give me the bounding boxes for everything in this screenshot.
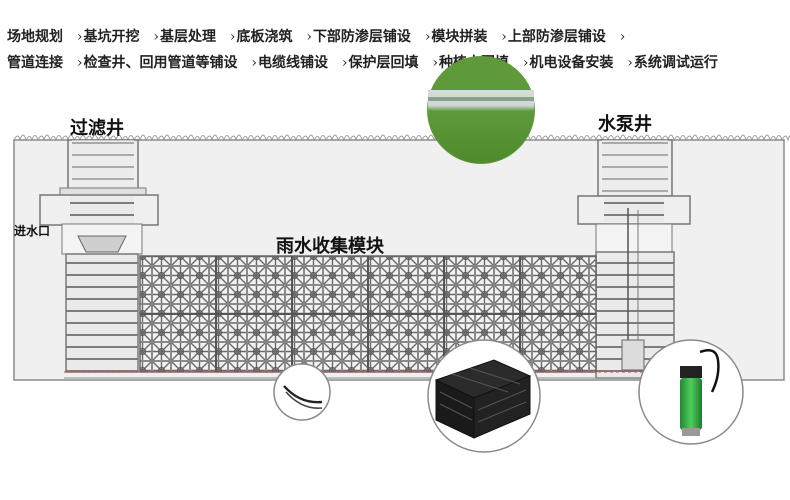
step-14: ›系统调试运行 [627, 55, 718, 71]
process-steps-line-1: 场地规划 ›基坑开挖 ›基层处理 ›底板浇筑 ›下部防渗层铺设 ›模块拼装 ›上… [6, 24, 790, 50]
step-5: ›下部防渗层铺设 [306, 29, 411, 45]
step-8: 管道连接 [7, 55, 63, 71]
grass-line [13, 134, 790, 142]
submersible-pump-photo [638, 339, 744, 445]
step-10: ›电缆线铺设 [251, 55, 328, 71]
step-6: ›模块拼装 [424, 29, 488, 45]
geotextile-detail [273, 363, 331, 421]
pump-well-label: 水泵井 [598, 114, 652, 135]
filter-well [39, 139, 159, 373]
collection-modules [64, 255, 676, 379]
step-3: ›基层处理 [153, 29, 216, 45]
step-11: ›保护层回填 [341, 55, 419, 71]
filter-well-label: 过滤井 [70, 118, 124, 139]
step-continue: › [619, 29, 626, 45]
module-block-photo [427, 339, 541, 453]
step-7: ›上部防渗层铺设 [501, 29, 606, 45]
module-label: 雨水收集模块 [276, 236, 384, 257]
step-9: ›检查井、回用管道等铺设 [76, 55, 238, 71]
step-13: ›机电设备安装 [522, 55, 614, 71]
step-2: ›基坑开挖 [76, 29, 140, 45]
step-1: 场地规划 [7, 29, 63, 45]
inlet-label: 进水口 [14, 224, 51, 238]
step-4: ›底板浇筑 [229, 29, 293, 45]
lawn-photo [427, 56, 535, 164]
